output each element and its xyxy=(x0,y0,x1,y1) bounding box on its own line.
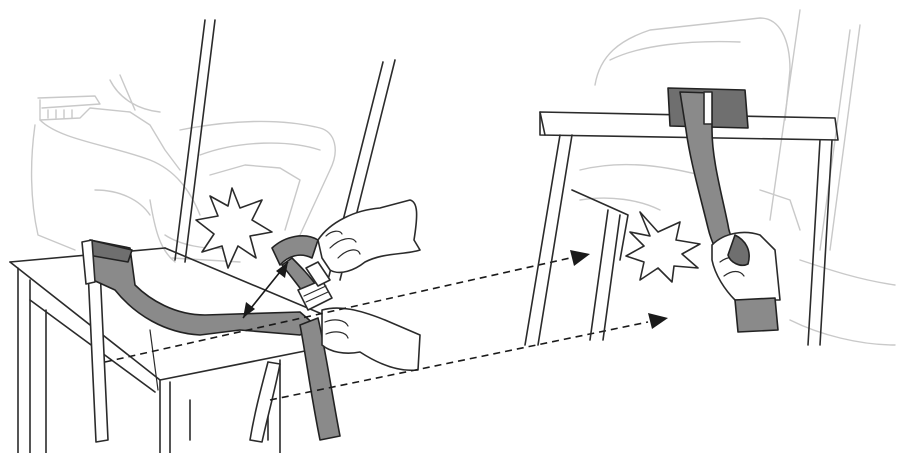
right-panel xyxy=(525,10,895,345)
chair-frame xyxy=(525,112,838,345)
hand xyxy=(712,232,780,332)
burst-icon xyxy=(196,188,272,268)
seat-base-outline xyxy=(32,75,336,262)
left-panel xyxy=(10,20,420,453)
strap-tails xyxy=(88,268,280,442)
burst-icon xyxy=(626,212,700,282)
arrow-icon xyxy=(243,262,288,318)
hands xyxy=(318,200,420,370)
